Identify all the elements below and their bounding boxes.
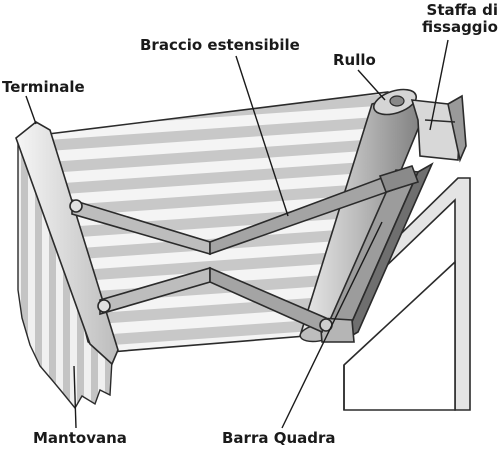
wall-frame	[343, 177, 471, 411]
upper-arm	[69, 165, 420, 256]
label-terminale: Terminale	[2, 78, 85, 96]
leader-lines	[25, 39, 449, 429]
leader-rullo	[357, 69, 386, 101]
label-staffa-line1: Staffa di	[426, 1, 498, 19]
leader-braccio-left	[235, 55, 289, 217]
fixing-bracket	[410, 94, 467, 163]
leader-terminale	[25, 95, 37, 125]
label-staffa-di-fissaggio: Staffa di fissaggio	[400, 2, 498, 36]
leader-staffa	[429, 39, 449, 131]
leader-mantovana	[73, 365, 77, 429]
label-rullo: Rullo	[333, 51, 376, 69]
label-barra-quadra: Barra Quadra	[222, 429, 336, 447]
label-staffa-line2: fissaggio	[421, 18, 498, 36]
lower-arm	[97, 266, 333, 334]
leader-barra	[281, 221, 383, 429]
label-mantovana: Mantovana	[33, 429, 127, 447]
label-braccio-estensibile: Braccio estensibile	[140, 36, 300, 54]
